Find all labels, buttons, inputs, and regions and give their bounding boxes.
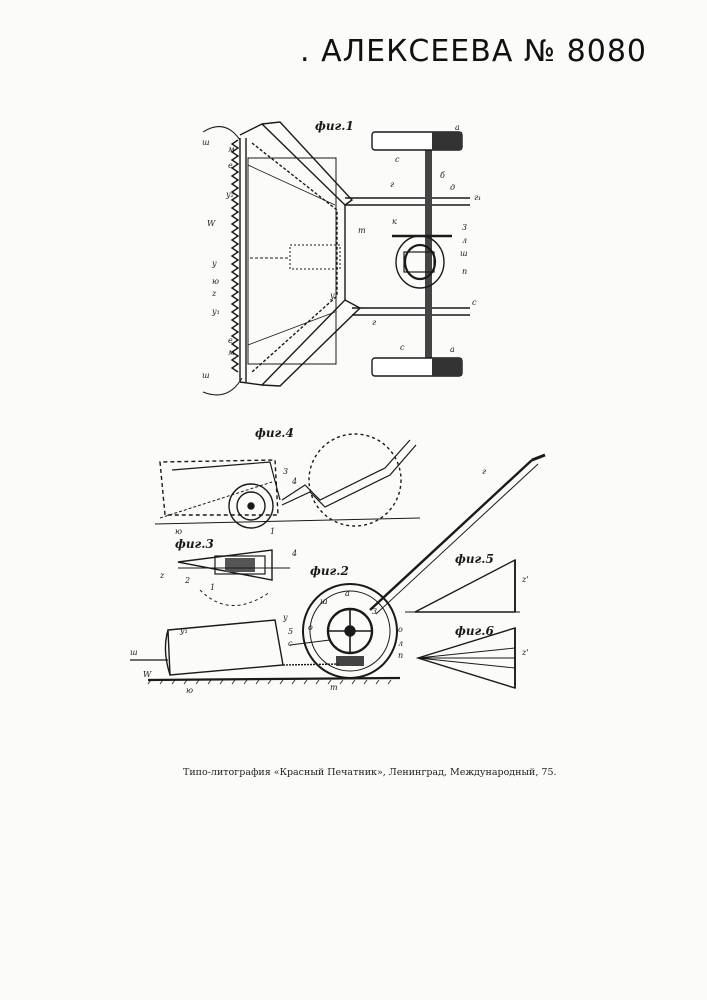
ref-e-top: е (228, 161, 233, 170)
patent-header: . АЛЕКСЕЕВА № 8080 (300, 34, 647, 69)
ref-a-fig2: а (345, 589, 350, 598)
ref-W-fig2: W (143, 670, 152, 679)
fig6-drawing (415, 627, 516, 689)
ref-k: к (392, 217, 397, 226)
ref-three-fig4: 3 (283, 467, 288, 476)
ref-a-top: а (455, 123, 460, 132)
fig3-label: фиг.3 (175, 537, 214, 551)
ref-s-fig2: с (288, 639, 293, 648)
ref-one-fig3: 1 (210, 583, 215, 592)
ref-y-fig2: у (282, 613, 288, 622)
fig4-drawing (154, 433, 421, 529)
fig1-label: фиг.1 (315, 119, 354, 133)
ref-y1-fig2: у₁ (179, 626, 188, 635)
ref-s-top: с (395, 155, 400, 164)
ref-t-fig2: т (330, 683, 338, 692)
ref-y-fig1: у (211, 259, 217, 268)
ref-one-fig4: 1 (270, 527, 275, 536)
ref-g-top: г (390, 180, 394, 189)
fig2-label: фиг.2 (310, 564, 349, 578)
ref-yu-fig1: ю (212, 277, 219, 286)
ref-y2: у₂ (225, 190, 234, 199)
ref-y-fig1-right: у (329, 291, 335, 300)
ref-four-fig3: 4 (291, 549, 297, 558)
ref-z-fig1: z (211, 289, 217, 298)
ref-o-fig2-left: о (308, 623, 313, 632)
ref-t-fig1: т (358, 226, 366, 235)
ref-e-bottom: е (228, 336, 233, 345)
ref-sh-fig1-right: ш (460, 249, 468, 258)
ref-s-bottom: с (400, 343, 405, 352)
fig3-drawing (177, 549, 290, 606)
ref-sh-fig2-left: ш (130, 648, 138, 657)
ref-W-fig1: W (207, 219, 216, 228)
ref-sh-fig2: ш (320, 597, 328, 606)
ref-sh-top: ш (202, 138, 210, 147)
ref-p-fig1: п (462, 267, 467, 276)
ref-g1: г₁ (474, 193, 481, 202)
ref-l-fig2: л (398, 639, 403, 648)
ref-y1-fig1: у₁ (211, 307, 220, 316)
ref-three-fig1: 3 (462, 223, 467, 232)
ref-three-fig2: 3 (372, 607, 377, 616)
ref-a-bottom: а (450, 345, 455, 354)
ref-b: б (440, 171, 445, 180)
ref-s-right: с (472, 298, 477, 307)
ref-m-top: м (228, 145, 235, 154)
ref-five-fig2: 5 (288, 627, 293, 636)
ref-z1-fig6: z' (521, 648, 528, 657)
ref-z1-fig5: z' (521, 575, 528, 584)
ref-z-fig3: z (159, 571, 165, 580)
ref-sh-bottom: ш (202, 371, 210, 380)
ref-l-fig1: л (462, 236, 467, 245)
fig2-drawing (130, 453, 546, 685)
ref-m-bottom: м (228, 348, 235, 357)
printer-footer: Типо-литография «Красный Печатник», Лени… (183, 767, 557, 778)
ref-d: д (450, 183, 455, 192)
ref-yu-fig4: ю (175, 527, 182, 536)
fig4-label: фиг.4 (255, 426, 294, 440)
fig6-label: фиг.6 (455, 624, 494, 638)
ref-four-fig4: 4 (291, 477, 297, 486)
fig1-drawing (202, 121, 470, 396)
ref-g-fig2: г (482, 467, 486, 476)
fig5-drawing (405, 558, 520, 613)
fig5-label: фиг.5 (455, 552, 494, 566)
ref-g-bottom: г (372, 318, 376, 327)
ref-o-fig2-right: о (398, 625, 403, 634)
ref-p-fig2: п (398, 651, 403, 660)
ref-yu-fig2: ю (186, 686, 193, 695)
ref-two-fig3: 2 (184, 576, 190, 585)
fig1-cutter-teeth (230, 139, 240, 373)
